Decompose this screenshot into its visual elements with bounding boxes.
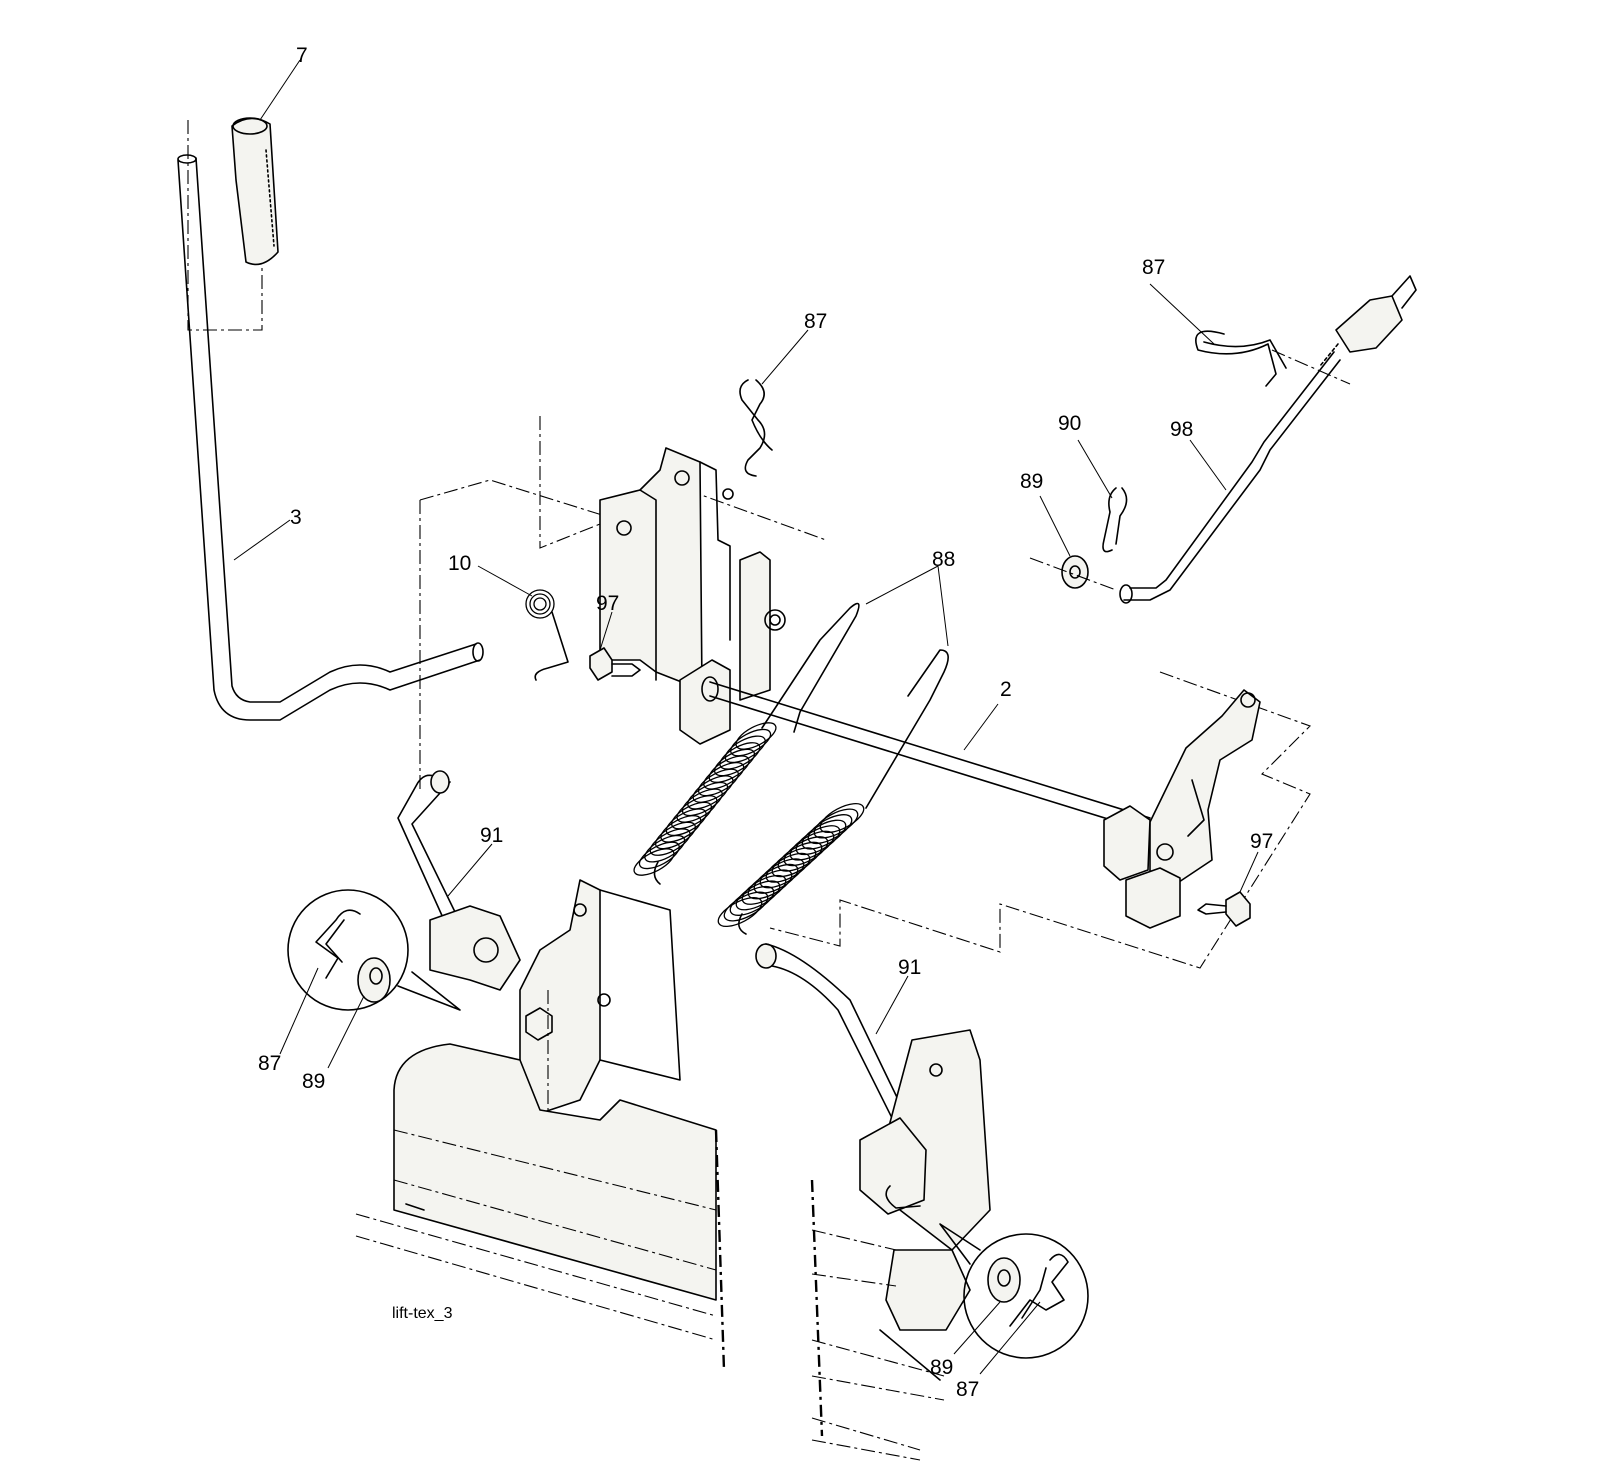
callout-87-top: 87 <box>804 310 827 333</box>
callout-90: 90 <box>1058 412 1081 435</box>
callout-88: 88 <box>932 548 955 571</box>
lift-shaft <box>701 676 1151 833</box>
callout-97-left: 97 <box>596 592 619 615</box>
deck-right <box>810 1179 945 1461</box>
leader-lines <box>233 59 1259 1375</box>
hairpin-clip-upper-right <box>1195 330 1287 387</box>
torsion-spring <box>525 589 569 681</box>
washer-upper <box>1061 555 1089 589</box>
callout-89-detail-right: 89 <box>930 1356 953 1379</box>
right-lift-arm <box>1103 689 1261 929</box>
figure-caption: lift-tex_3 <box>392 1305 453 1322</box>
callout-98: 98 <box>1170 418 1193 441</box>
detail-circle-left <box>287 889 461 1011</box>
deck-left <box>355 1043 726 1371</box>
bolt-right <box>1197 891 1251 927</box>
bolt-left <box>589 647 641 681</box>
lift-link-right <box>755 943 907 1123</box>
detail-circle-right <box>939 1223 1089 1359</box>
hairpin-centerline <box>1271 349 1351 385</box>
callout-labels: 7 3 10 97 87 88 2 87 90 98 89 97 91 87 8… <box>258 44 1273 1401</box>
callout-89-detail-left: 89 <box>302 1070 325 1093</box>
pivot-centerline <box>419 479 651 531</box>
callout-87-detail-right: 87 <box>956 1378 979 1401</box>
callout-10: 10 <box>448 552 471 575</box>
callout-89-upper: 89 <box>1020 470 1043 493</box>
callout-91-right: 91 <box>898 956 921 979</box>
right-arm-boundary <box>769 671 1312 969</box>
extension-springs <box>633 602 949 935</box>
callout-7: 7 <box>296 44 308 67</box>
adjustment-rod <box>1119 275 1417 604</box>
callout-97-right: 97 <box>1250 830 1273 853</box>
hairpin-clip-top <box>739 379 773 477</box>
handle-grip <box>187 117 279 331</box>
callout-91-left: 91 <box>480 824 503 847</box>
callout-87-upper-right: 87 <box>1142 256 1165 279</box>
callout-87-detail-left: 87 <box>258 1052 281 1075</box>
lift-link-left <box>397 770 457 921</box>
lift-bracket <box>599 447 786 745</box>
lift-handle-rod <box>177 154 484 721</box>
lift-plate-right <box>859 1029 991 1331</box>
cotter-pin <box>1102 487 1128 553</box>
lift-plate-left <box>429 879 681 1121</box>
callout-3: 3 <box>290 506 302 529</box>
washer-centerline <box>1029 557 1117 591</box>
callout-2: 2 <box>1000 678 1012 701</box>
